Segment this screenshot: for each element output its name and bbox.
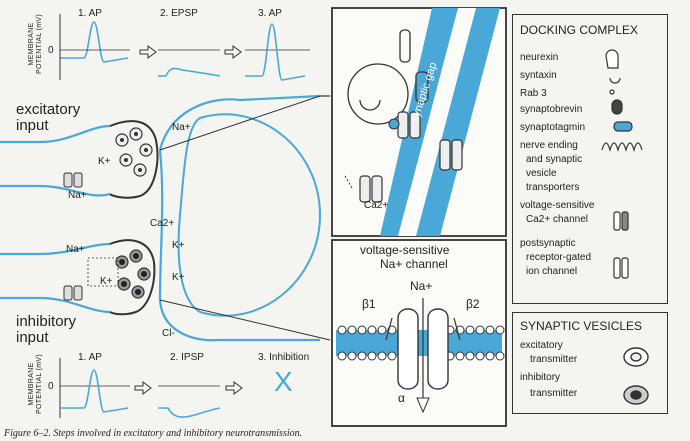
k-label-top: K+ xyxy=(98,156,111,167)
vesicle-inhibitory-1: inhibitory xyxy=(520,372,561,383)
legend-synaptobrevin: synaptobrevin xyxy=(520,104,583,115)
bottom-axis-label: MEMBRANE POTENTIAL (mV) xyxy=(28,354,43,414)
vesicle-inhibitory-2: transmitter xyxy=(530,388,578,399)
bottom-ap-trace xyxy=(60,369,129,413)
synaptotagmin-dot xyxy=(388,118,400,130)
lipid-heads-top xyxy=(337,325,505,335)
legend-ca-channel-1: voltage-sensitive xyxy=(520,200,595,211)
alpha-label: α xyxy=(398,391,405,405)
legend-syntaxin: syntaxin xyxy=(520,70,557,81)
k-label-left-bottom: K+ xyxy=(100,276,113,287)
legend-receptor-3: ion channel xyxy=(526,266,578,277)
bottom-arrow-1 xyxy=(134,381,152,395)
membrane-band xyxy=(336,330,502,356)
synaptic-cleft-band xyxy=(380,8,500,236)
legend-neurexin: neurexin xyxy=(520,52,559,63)
k-label-right-2: K+ xyxy=(172,272,185,283)
dendrite-outline-top xyxy=(158,94,321,151)
vesicle-legend-box xyxy=(512,312,668,414)
excitatory-label-1: excitatory xyxy=(16,101,81,118)
na-channel-highlight xyxy=(87,257,119,287)
vesicle-legend-symbols xyxy=(623,347,649,405)
channel-title-2: Na+ channel xyxy=(380,257,448,271)
inhibitory-label-2: input xyxy=(16,329,49,346)
legend-nerve-ending-1: nerve ending xyxy=(520,140,578,151)
zoom-line-1 xyxy=(159,95,321,151)
top-epsp-trace xyxy=(158,67,221,77)
na-flow-arrowhead xyxy=(416,397,430,414)
vesicle-excitatory-2: transmitter xyxy=(530,354,578,365)
excitatory-terminal xyxy=(109,120,159,199)
docking-proteins xyxy=(359,111,463,203)
excitatory-vesicles xyxy=(115,127,153,177)
legend-receptor-2: receptor-gated xyxy=(526,252,592,263)
na-channel-protein xyxy=(397,308,449,390)
channel-na-label: Na+ xyxy=(410,279,433,293)
beta1-label: β1 xyxy=(362,297,376,311)
figure-caption: Figure 6–2. Steps involved in excitatory… xyxy=(4,428,303,439)
top-ap-trace-2 xyxy=(245,23,306,81)
docking-ca-label: Ca2+ xyxy=(364,200,389,211)
legend-nerve-ending-3: vesicle xyxy=(526,168,557,179)
dendrite-outline-left xyxy=(158,149,320,342)
vesicle-excitatory-1: excitatory xyxy=(520,340,563,351)
na-label-left-bottom: Na+ xyxy=(66,244,85,255)
legend-receptor-1: postsynaptic xyxy=(520,238,576,249)
docking-vesicle xyxy=(347,29,429,125)
inhibitory-terminal xyxy=(109,239,156,316)
excitatory-axon xyxy=(0,124,111,197)
bottom-step-3: 3. Inhibition xyxy=(258,352,310,363)
top-step-3: 3. AP xyxy=(258,8,282,19)
ca-label: Ca2+ xyxy=(150,218,175,229)
ca-entry-arrow xyxy=(343,173,353,189)
top-step-2: 2. EPSP xyxy=(160,8,198,19)
top-step-1: 1. AP xyxy=(78,8,102,19)
bottom-zero-tick: 0 xyxy=(48,381,54,392)
bottom-step-1: 1. AP xyxy=(78,352,102,363)
docking-legend-symbols xyxy=(601,49,643,279)
top-zero-tick: 0 xyxy=(48,45,54,56)
bottom-arrow-2 xyxy=(225,381,243,395)
channel-title-1: voltage-sensitive xyxy=(360,243,450,257)
legend-rab3: Rab 3 xyxy=(520,88,547,99)
axon-channels xyxy=(63,172,83,301)
zoom-line-2 xyxy=(159,299,331,341)
lipid-heads-bottom xyxy=(337,351,505,361)
cell-body xyxy=(177,113,322,317)
k-label-right-1: K+ xyxy=(172,240,185,251)
legend-nerve-ending-2: and synaptic xyxy=(526,154,583,165)
inhibitory-axon xyxy=(0,242,111,314)
inhibition-x-mark: X xyxy=(274,366,293,397)
top-arrow-2 xyxy=(224,45,242,59)
na-label-left-top: Na+ xyxy=(68,190,87,201)
cl-label: Cl- xyxy=(162,328,175,339)
docking-legend-box xyxy=(512,14,668,304)
vesicle-legend-title: SYNAPTIC VESICLES xyxy=(520,319,643,333)
legend-ca-channel-2: Ca2+ channel xyxy=(526,214,588,225)
excitatory-label-2: input xyxy=(16,117,49,134)
na-label-top: Na+ xyxy=(172,122,191,133)
bottom-ipsp-trace xyxy=(158,407,221,418)
inhibitory-label-1: inhibitory xyxy=(16,313,77,330)
top-ap-trace-1 xyxy=(60,21,129,63)
top-axis-label: MEMBRANE POTENTIAL (mV) xyxy=(28,14,43,74)
bottom-step-2: 2. IPSP xyxy=(170,352,204,363)
legend-nerve-ending-4: transporters xyxy=(526,182,580,193)
top-arrow-1 xyxy=(139,45,157,59)
docking-legend-title: DOCKING COMPLEX xyxy=(520,23,639,37)
beta2-label: β2 xyxy=(466,297,480,311)
beta-subunits xyxy=(385,317,461,341)
legend-synaptotagmin: synaptotagmin xyxy=(520,122,586,133)
